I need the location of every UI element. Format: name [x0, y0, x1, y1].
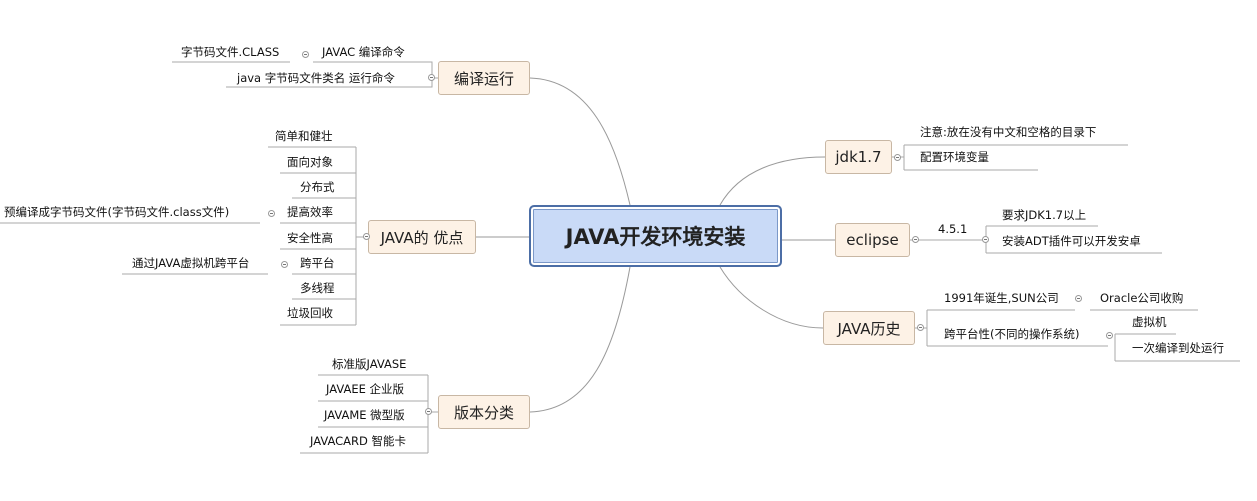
leaf-javacard[interactable]: JAVACARD 智能卡 — [310, 434, 407, 448]
collapse-icon[interactable] — [363, 233, 370, 240]
collapse-icon[interactable] — [281, 261, 288, 268]
leaf-virtual-machine[interactable]: 虚拟机 — [1132, 315, 1167, 329]
collapse-icon[interactable] — [302, 51, 309, 58]
collapse-icon[interactable] — [1075, 295, 1082, 302]
leaf-high-security[interactable]: 安全性高 — [287, 231, 333, 245]
collapse-icon[interactable] — [1106, 332, 1113, 339]
branch-compile-run[interactable]: 编译运行 — [438, 61, 530, 95]
central-topic[interactable]: JAVA开发环境安装 — [529, 205, 782, 267]
branch-jdk[interactable]: jdk1.7 — [825, 140, 892, 174]
leaf-oracle-acquisition[interactable]: Oracle公司收购 — [1100, 291, 1184, 305]
collapse-icon[interactable] — [894, 154, 901, 161]
eclipse-version[interactable]: 4.5.1 — [938, 222, 968, 236]
leaf-object-oriented[interactable]: 面向对象 — [287, 155, 333, 169]
leaf-precompile-bytecode[interactable]: 预编译成字节码文件(字节码文件.class文件) — [4, 205, 230, 219]
collapse-icon[interactable] — [268, 210, 275, 217]
collapse-icon[interactable] — [912, 236, 919, 243]
leaf-bytecode-class[interactable]: 字节码文件.CLASS — [181, 45, 280, 59]
leaf-garbage-collection[interactable]: 垃圾回收 — [287, 306, 333, 320]
leaf-jvm-cross-platform[interactable]: 通过JAVA虚拟机跨平台 — [132, 256, 250, 270]
leaf-improve-efficiency[interactable]: 提高效率 — [287, 205, 333, 219]
leaf-compile-once-run-anywhere[interactable]: 一次编译到处运行 — [1132, 341, 1224, 355]
leaf-distributed[interactable]: 分布式 — [300, 180, 335, 194]
leaf-javame[interactable]: JAVAME 微型版 — [324, 408, 405, 422]
leaf-configure-env-vars[interactable]: 配置环境变量 — [920, 150, 989, 164]
leaf-install-path-note[interactable]: 注意:放在没有中文和空格的目录下 — [920, 125, 1097, 139]
leaf-multithreading[interactable]: 多线程 — [300, 281, 335, 295]
leaf-install-adt[interactable]: 安装ADT插件可以开发安卓 — [1002, 234, 1141, 248]
collapse-icon[interactable] — [917, 324, 924, 331]
leaf-java-run-command[interactable]: java 字节码文件类名 运行命令 — [237, 71, 395, 85]
branch-java-history[interactable]: JAVA历史 — [823, 311, 915, 345]
collapse-icon[interactable] — [425, 408, 432, 415]
branch-java-advantages[interactable]: JAVA的 优点 — [368, 220, 476, 254]
branch-editions[interactable]: 版本分类 — [438, 395, 530, 429]
leaf-born-1991-sun[interactable]: 1991年诞生,SUN公司 — [944, 291, 1059, 305]
leaf-cross-platform[interactable]: 跨平台 — [300, 256, 335, 270]
branch-eclipse[interactable]: eclipse — [835, 223, 910, 257]
leaf-javase[interactable]: 标准版JAVASE — [332, 357, 407, 371]
leaf-simple-robust[interactable]: 简单和健壮 — [275, 129, 333, 143]
leaf-javaee[interactable]: JAVAEE 企业版 — [326, 382, 405, 396]
collapse-icon[interactable] — [982, 236, 989, 243]
collapse-icon[interactable] — [428, 74, 435, 81]
leaf-javac-command[interactable]: JAVAC 编译命令 — [322, 45, 405, 59]
leaf-require-jdk[interactable]: 要求JDK1.7以上 — [1002, 208, 1087, 222]
leaf-cross-platform-os[interactable]: 跨平台性(不同的操作系统) — [944, 327, 1080, 341]
